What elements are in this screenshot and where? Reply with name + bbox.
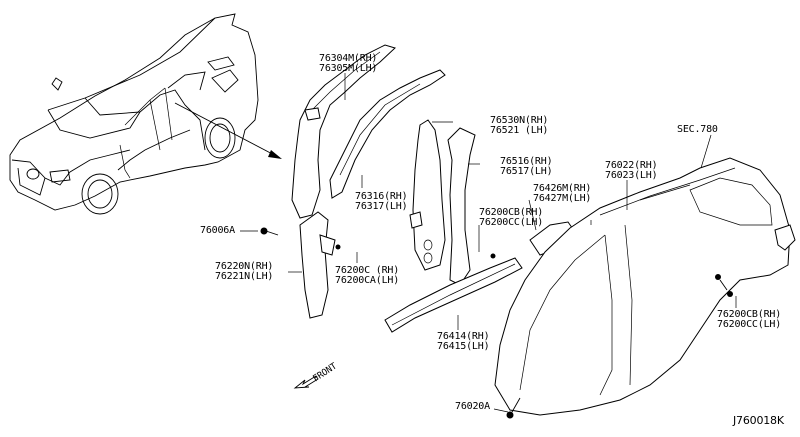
- part-label-76200C: 76200C (RH)76200CA(LH): [335, 265, 400, 286]
- part-label-76414: 76414(RH)76415(LH): [437, 331, 490, 352]
- part-76414-sill-inner: [384, 257, 523, 333]
- part-76530N-b-pillar-outer: [409, 119, 446, 271]
- part-76304M-a-pillar-upper: [291, 44, 396, 219]
- part-label-76304M: 76304M(RH)76305M(LH): [319, 53, 378, 74]
- leader-lines: [240, 73, 737, 413]
- clip-76200CB-center: [490, 253, 496, 259]
- vehicle-overview-illustration: [9, 13, 259, 215]
- part-label-76220N: 76220N(RH)76221N(LH): [215, 261, 274, 282]
- part-label-76516: 76516(RH)76517(LH): [500, 156, 553, 177]
- bolt-76020A: [506, 397, 521, 419]
- part-76022-body-side-outer: [494, 157, 796, 416]
- part-label-76006A: 76006A: [200, 225, 235, 236]
- part-label-76426M: 76426M(RH)76427M(LH): [533, 183, 592, 204]
- part-label-76316: 76316(RH)76317(LH): [355, 191, 408, 212]
- part-76316-a-pillar-inner: [329, 69, 446, 199]
- bolt-76006A: [260, 227, 279, 236]
- part-label-76530N: 76530N(RH)76521 (LH): [490, 115, 549, 136]
- part-76220N-front-pillar-lower: [299, 211, 336, 319]
- clip-76200C: [335, 244, 341, 250]
- diagram-code: J760018K: [733, 414, 784, 427]
- front-arrow-icon: [293, 375, 319, 389]
- part-76516-b-pillar-reinforcement: [447, 127, 476, 286]
- clip-76200CB-rear: [715, 274, 733, 297]
- pointer-arrow: [174, 102, 282, 159]
- part-label-76200CB-rear: 76200CB(RH)76200CC(LH): [717, 309, 782, 330]
- part-label-76022: 76022(RH)76023(LH): [605, 160, 658, 181]
- section-reference-label: SEC.780: [677, 124, 718, 135]
- part-label-76200CB-center: 76200CB(RH)76200CC(LH): [479, 207, 544, 228]
- part-label-76020A: 76020A: [455, 401, 490, 412]
